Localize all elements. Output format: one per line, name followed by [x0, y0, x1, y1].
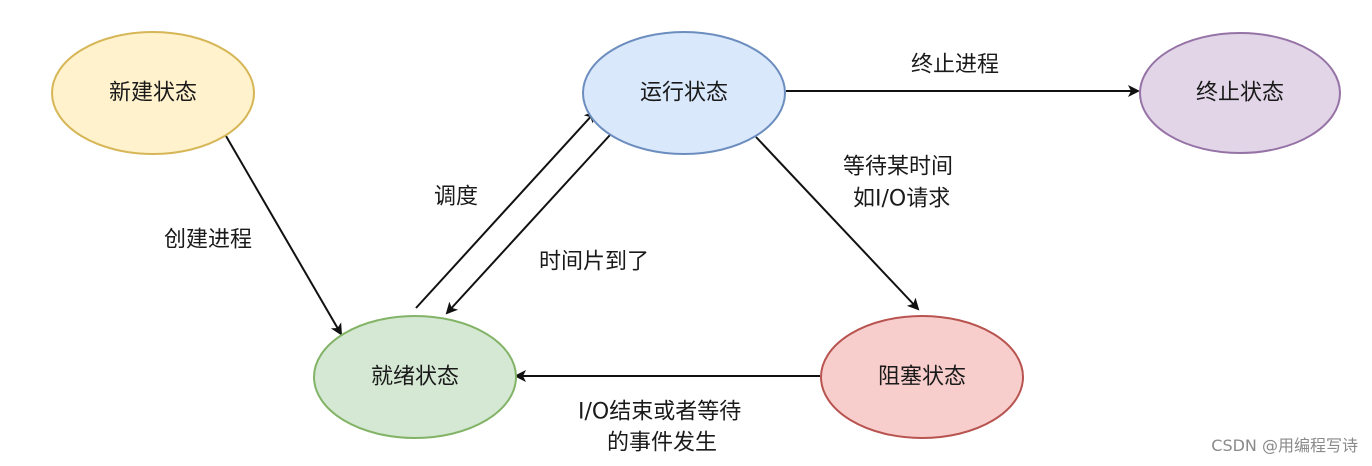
edge-wait-event: 等待某时间 如I/O请求: [755, 136, 953, 311]
state-new-label: 新建状态: [109, 81, 197, 106]
edge-create-process: 创建进程: [164, 135, 343, 336]
label-time-slice-up: 时间片到了: [539, 250, 649, 275]
state-running-shape: [582, 31, 786, 155]
state-blocked-shape: [820, 315, 1024, 439]
state-blocked: 阻塞状态: [820, 315, 1024, 439]
state-new: 新建状态: [51, 31, 255, 155]
arrow-running-to-blocked: [755, 136, 920, 311]
label-terminate-process: 终止进程: [911, 53, 999, 78]
state-terminated-shape: [1139, 32, 1341, 154]
arrow-running-to-ready: [445, 134, 611, 315]
label-io-done-line1: I/O结束或者等待: [578, 400, 741, 425]
edge-schedule: 调度: [415, 110, 597, 309]
state-running: 运行状态: [582, 31, 786, 155]
state-terminated: 终止状态: [1139, 32, 1341, 154]
label-wait-event-line1: 等待某时间: [843, 155, 953, 180]
state-ready-label: 就绪状态: [371, 365, 459, 390]
state-running-label: 运行状态: [640, 81, 728, 106]
label-io-done-line2: 的事件发生: [607, 431, 717, 456]
label-wait-event-line2: 如I/O请求: [853, 187, 950, 212]
arrow-new-to-ready: [225, 135, 343, 336]
label-schedule: 调度: [434, 185, 478, 210]
state-ready: 就绪状态: [313, 315, 517, 439]
label-create-process: 创建进程: [164, 228, 252, 253]
state-terminated-label: 终止状态: [1196, 81, 1284, 106]
edge-io-done: I/O结束或者等待 的事件发生: [514, 370, 820, 456]
watermark: CSDN @用编程写诗: [1211, 436, 1358, 455]
edge-terminate-process: 终止进程: [786, 53, 1140, 97]
arrow-ready-to-running: [415, 110, 597, 309]
state-new-shape: [51, 31, 255, 155]
state-blocked-label: 阻塞状态: [878, 365, 966, 390]
edge-time-slice: 时间片到了: [445, 134, 649, 315]
state-ready-shape: [313, 315, 517, 439]
